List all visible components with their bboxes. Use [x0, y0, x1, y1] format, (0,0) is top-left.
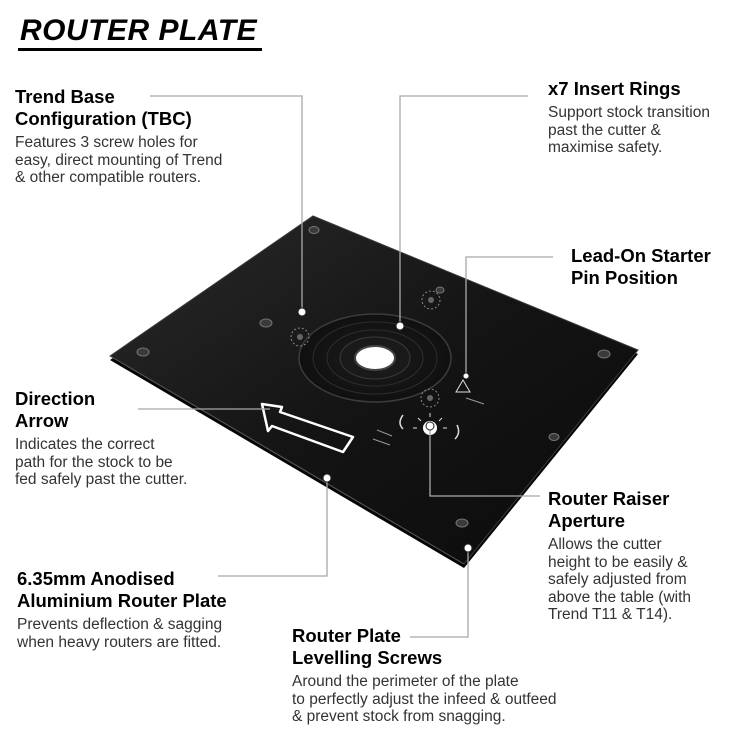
page-title: ROUTER PLATE — [20, 14, 258, 47]
callout-plate-heading: 6.35mm Anodised Aluminium Router Plate — [17, 568, 227, 611]
callout-raiser-desc: Allows the cutter height to be easily & … — [548, 536, 692, 623]
callout-arrow-desc: Indicates the correct path for the stock… — [15, 436, 188, 488]
callout-insert-rings: x7 Insert Rings Support stock transition… — [548, 78, 710, 157]
callout-levelling-screws: Router Plate Levelling Screws Around the… — [292, 625, 557, 726]
callout-screws-heading: Router Plate Levelling Screws — [292, 625, 443, 668]
leader-dots — [297, 307, 473, 553]
callout-tbc-heading: Trend Base Configuration (TBC) — [15, 86, 192, 129]
callout-raiser-aperture: Router Raiser Aperture Allows the cutter… — [548, 488, 691, 624]
levelling-screws — [136, 226, 611, 528]
callout-raiser-heading: Router Raiser Aperture — [548, 488, 670, 531]
callout-rings-desc: Support stock transition past the cutter… — [548, 104, 710, 156]
title-underline — [18, 48, 262, 51]
callout-tbc: Trend Base Configuration (TBC) Features … — [15, 86, 222, 187]
callout-leadon-heading: Lead-On Starter Pin Position — [571, 245, 711, 288]
callout-rings-heading: x7 Insert Rings — [548, 78, 681, 99]
direction-arrow-graphic — [260, 402, 355, 454]
callout-aluminium-plate: 6.35mm Anodised Aluminium Router Plate P… — [17, 568, 227, 651]
insert-rings — [298, 313, 452, 403]
callout-tbc-desc: Features 3 screw holes for easy, direct … — [15, 134, 223, 186]
callout-plate-desc: Prevents deflection & sagging when heavy… — [17, 616, 223, 651]
callout-direction-arrow: Direction Arrow Indicates the correct pa… — [15, 388, 187, 489]
callout-screws-desc: Around the perimeter of the plate to per… — [292, 673, 557, 725]
leader-lines — [138, 95, 553, 638]
callout-arrow-heading: Direction Arrow — [15, 388, 96, 431]
callout-lead-on-pin: Lead-On Starter Pin Position — [571, 245, 711, 289]
tbc-screw-holes — [290, 290, 441, 408]
